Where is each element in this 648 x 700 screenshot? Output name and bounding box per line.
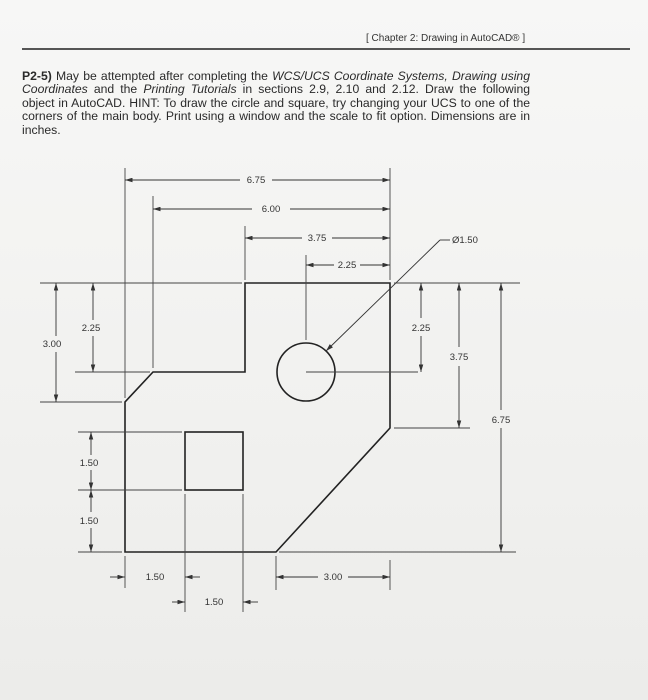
dim-right-overall: 6.75	[492, 415, 511, 426]
dim-bottom-right: 3.00	[324, 572, 343, 583]
dim-right-inner: 2.25	[412, 323, 431, 334]
dim-circle-diameter: Ø1.50	[452, 235, 478, 246]
dim-bottom-left: 1.50	[146, 572, 165, 583]
dim-left-lower-2: 1.50	[80, 516, 99, 527]
dim-left-outer: 3.00	[43, 339, 62, 350]
problem-ref-1: WCS/UCS Coordinate Systems, Drawing usin…	[22, 69, 530, 97]
main-body-outline	[124, 282, 391, 553]
dim-left-lower-1: 1.50	[80, 458, 99, 469]
problem-number: P2-5)	[22, 69, 52, 83]
dim-bottom-left-2: 1.50	[205, 597, 224, 608]
problem-statement: P2-5) May be attempted after completing …	[22, 69, 531, 137]
problem-text-1: May be attempted after completing the	[51, 69, 273, 83]
problem-text-3: in sections 2.9, 2.10 and 2.12. Draw the…	[22, 82, 531, 137]
problem-ref-2: Printing Tutorials	[143, 82, 237, 97]
dim-top-overall: 6.75	[247, 175, 266, 186]
dim-top-fourth: 2.25	[338, 260, 357, 271]
problem-text-2: and the	[87, 82, 144, 97]
running-head: [ Chapter 2: Drawing in AutoCAD® ]	[366, 33, 526, 44]
dim-top-second: 6.00	[262, 204, 281, 215]
dim-top-third: 3.75	[308, 233, 327, 244]
header-rule	[22, 48, 630, 50]
dim-left-inner: 2.25	[82, 323, 101, 334]
diameter-leader	[325, 239, 441, 352]
dim-right-middle: 3.75	[450, 352, 469, 363]
square-cutout	[184, 431, 244, 491]
